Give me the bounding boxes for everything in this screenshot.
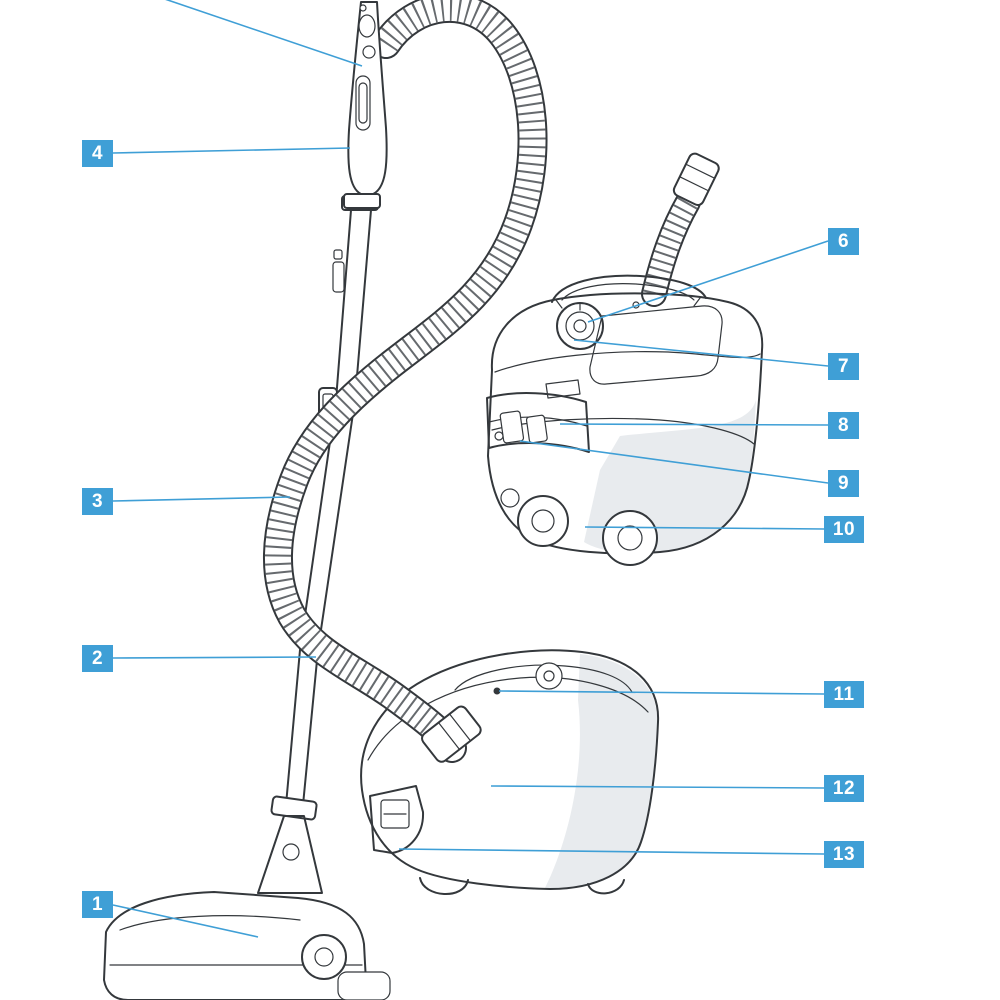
leader-line-6	[587, 240, 829, 323]
leader-line-7	[573, 339, 829, 367]
indicator-dot	[493, 687, 501, 695]
leader-line-4	[112, 147, 351, 154]
leader-lines	[112, 0, 829, 938]
canister-wheels	[500, 488, 658, 566]
front-latch	[369, 785, 425, 854]
floor-brush-head	[103, 815, 391, 1000]
leader-line-10	[584, 526, 825, 530]
leader-line-9	[519, 440, 829, 484]
wand-and-floor-head	[103, 195, 391, 1000]
canister-top-detail-view	[486, 152, 764, 566]
leader-line-13	[398, 848, 825, 855]
handle-grip	[343, 1, 388, 209]
leader-line-2	[112, 656, 317, 659]
leader-line-12	[490, 785, 825, 789]
leader-line-1	[112, 904, 259, 938]
leader-line-3	[112, 496, 291, 502]
leader-line-8	[559, 423, 829, 426]
leader-line-partial-0	[165, 0, 363, 67]
flexible-hose	[262, 0, 548, 763]
hose-stub	[641, 152, 720, 307]
canister-body-view	[360, 649, 660, 895]
leader-line-11	[498, 690, 825, 695]
carry-handle	[551, 274, 707, 309]
front-bumper	[486, 392, 590, 453]
